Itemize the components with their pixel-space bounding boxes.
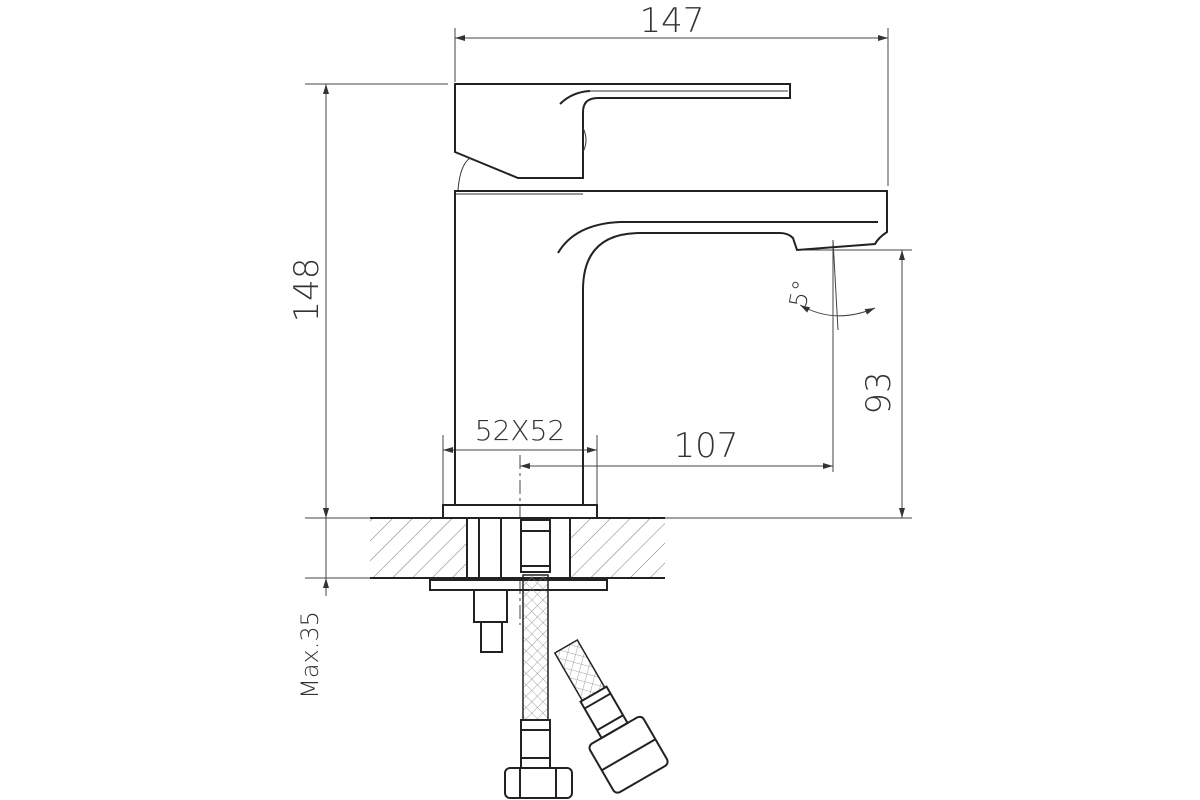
water-hose-angled <box>553 638 669 794</box>
dim-93-label: 93 <box>859 371 899 414</box>
lever-handle <box>454 83 791 191</box>
dim-spout-angle: 5° <box>784 239 876 331</box>
water-hose-straight <box>504 519 573 799</box>
dim-148-label: 148 <box>287 258 327 323</box>
dim-spout-height: 93 <box>665 249 912 519</box>
dim-max-thickness: Max.35 <box>296 500 370 699</box>
dim-147-label: 147 <box>640 1 705 41</box>
dim-5deg-label: 5° <box>784 278 816 310</box>
dim-107-label: 107 <box>674 426 739 466</box>
dim-base-size: 52X52 <box>442 414 598 505</box>
dim-max35-label: Max.35 <box>296 611 324 699</box>
countertop-section <box>370 517 665 579</box>
dim-overall-width: 147 <box>454 1 889 186</box>
dim-52x52-label: 52X52 <box>475 414 565 447</box>
mounting-plate <box>429 579 608 591</box>
dim-overall-height: 148 <box>287 83 448 519</box>
faucet-body <box>454 190 888 505</box>
mounting-bolt <box>473 517 508 653</box>
dim-spout-reach: 107 <box>520 240 834 472</box>
